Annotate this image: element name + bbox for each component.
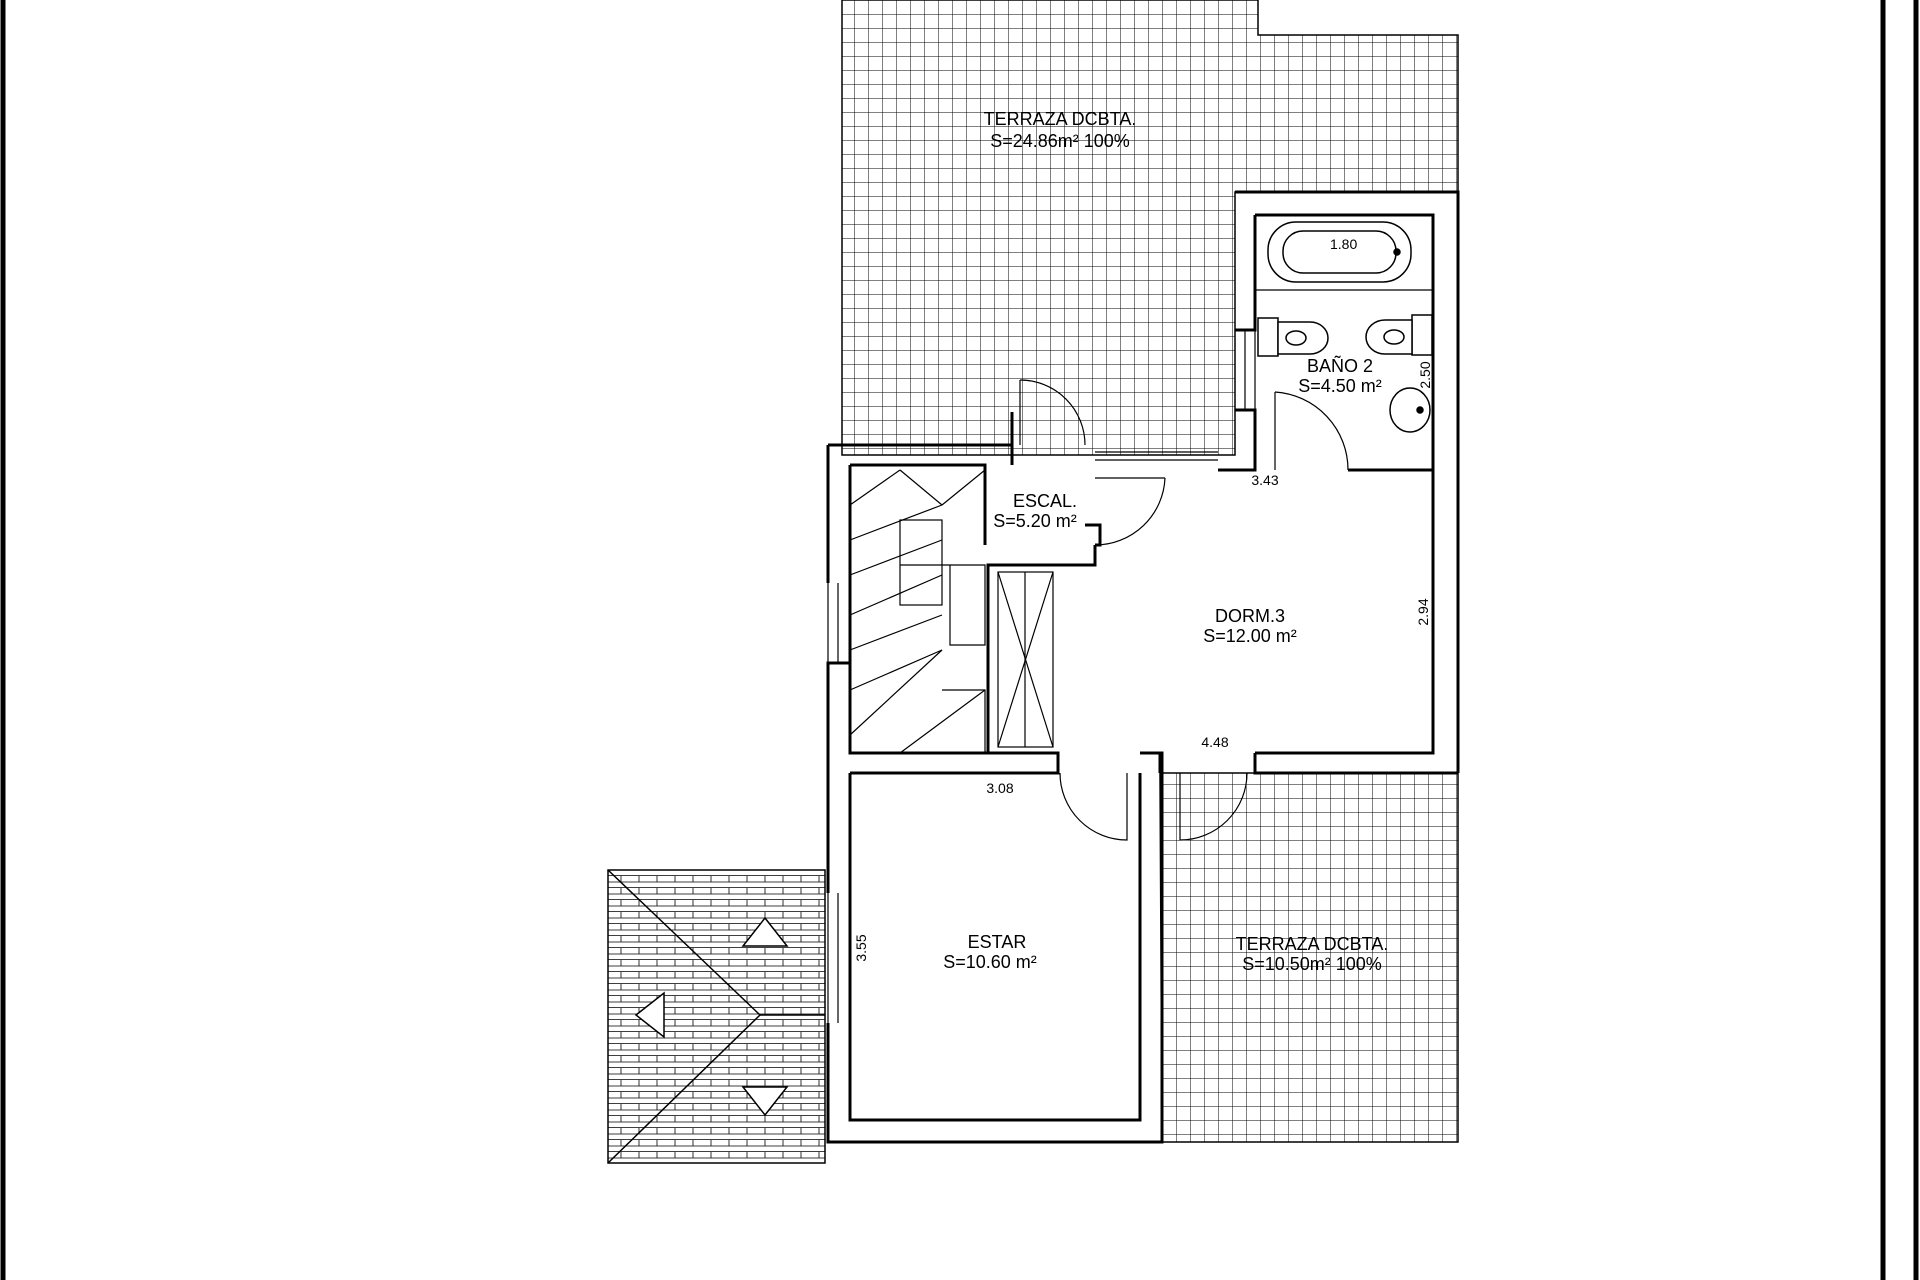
terrace-top-name: TERRAZA DCBTA. <box>984 109 1137 129</box>
escal-area: S=5.20 m² <box>993 511 1077 531</box>
room-labels: TERRAZA DCBTA. S=24.86m² 100% BAÑO 2 S=4… <box>943 109 1388 974</box>
bano-area: S=4.50 m² <box>1298 376 1382 396</box>
roof-area <box>607 869 826 1164</box>
escal-width-dimension: 3.08 <box>986 780 1013 796</box>
roof-arrow-down-icon <box>741 1086 789 1117</box>
terrace-bottom-name: TERRAZA DCBTA. <box>1236 934 1389 954</box>
bano-name: BAÑO 2 <box>1307 355 1373 376</box>
dorm-area: S=12.00 m² <box>1203 626 1297 646</box>
dorm-height-dimension: 2.94 <box>1415 598 1431 625</box>
bano-width-dimension: 3.43 <box>1251 472 1278 488</box>
bathtub-icon <box>1267 221 1412 283</box>
roof-arrow-up-icon <box>741 916 789 947</box>
terrace-bottom-area: S=10.50m² 100% <box>1242 954 1382 974</box>
escal-name: ESCAL. <box>1013 491 1077 511</box>
bano-height-dimension: 2.50 <box>1417 361 1433 388</box>
dimension-labels: 2.50 3.43 2.94 4.48 3.08 3.55 <box>853 361 1433 961</box>
dorm-width-dimension: 4.48 <box>1201 734 1228 750</box>
terrace-top-area: S=24.86m² 100% <box>990 131 1130 151</box>
bathtub-dimension: 1.80 <box>1330 236 1357 252</box>
estar-area: S=10.60 m² <box>943 952 1037 972</box>
details <box>827 289 1433 1023</box>
sink-icon <box>1389 387 1431 433</box>
toilet-icon <box>1365 314 1433 356</box>
estar-height-dimension: 3.55 <box>853 934 869 961</box>
estar-name: ESTAR <box>968 932 1027 952</box>
roof-arrow-left-icon <box>634 991 665 1039</box>
bidet-icon <box>1257 317 1329 357</box>
dorm-name: DORM.3 <box>1215 606 1285 626</box>
